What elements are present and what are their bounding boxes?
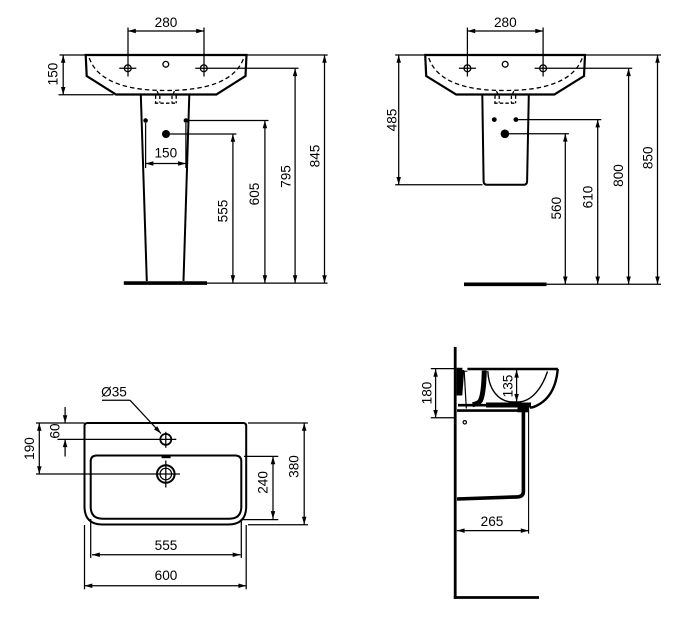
svg-text:150: 150 [154,146,177,161]
svg-text:60: 60 [47,423,62,439]
svg-text:150: 150 [46,62,61,85]
svg-text:380: 380 [287,455,302,478]
svg-text:610: 610 [581,185,596,208]
svg-text:555: 555 [155,538,178,553]
svg-text:Ø35: Ø35 [101,385,127,400]
svg-text:180: 180 [420,381,435,404]
svg-text:265: 265 [481,514,504,529]
svg-text:605: 605 [247,183,262,206]
svg-text:845: 845 [308,145,323,168]
svg-text:190: 190 [22,437,37,460]
svg-text:240: 240 [256,471,271,494]
svg-text:555: 555 [216,200,231,223]
svg-text:280: 280 [155,15,178,30]
svg-text:560: 560 [549,196,564,219]
svg-text:485: 485 [385,109,400,132]
svg-text:850: 850 [641,146,656,169]
svg-text:800: 800 [611,164,626,187]
svg-text:280: 280 [494,15,517,30]
svg-text:135: 135 [501,375,516,398]
svg-text:600: 600 [155,568,178,583]
svg-text:795: 795 [279,165,294,188]
